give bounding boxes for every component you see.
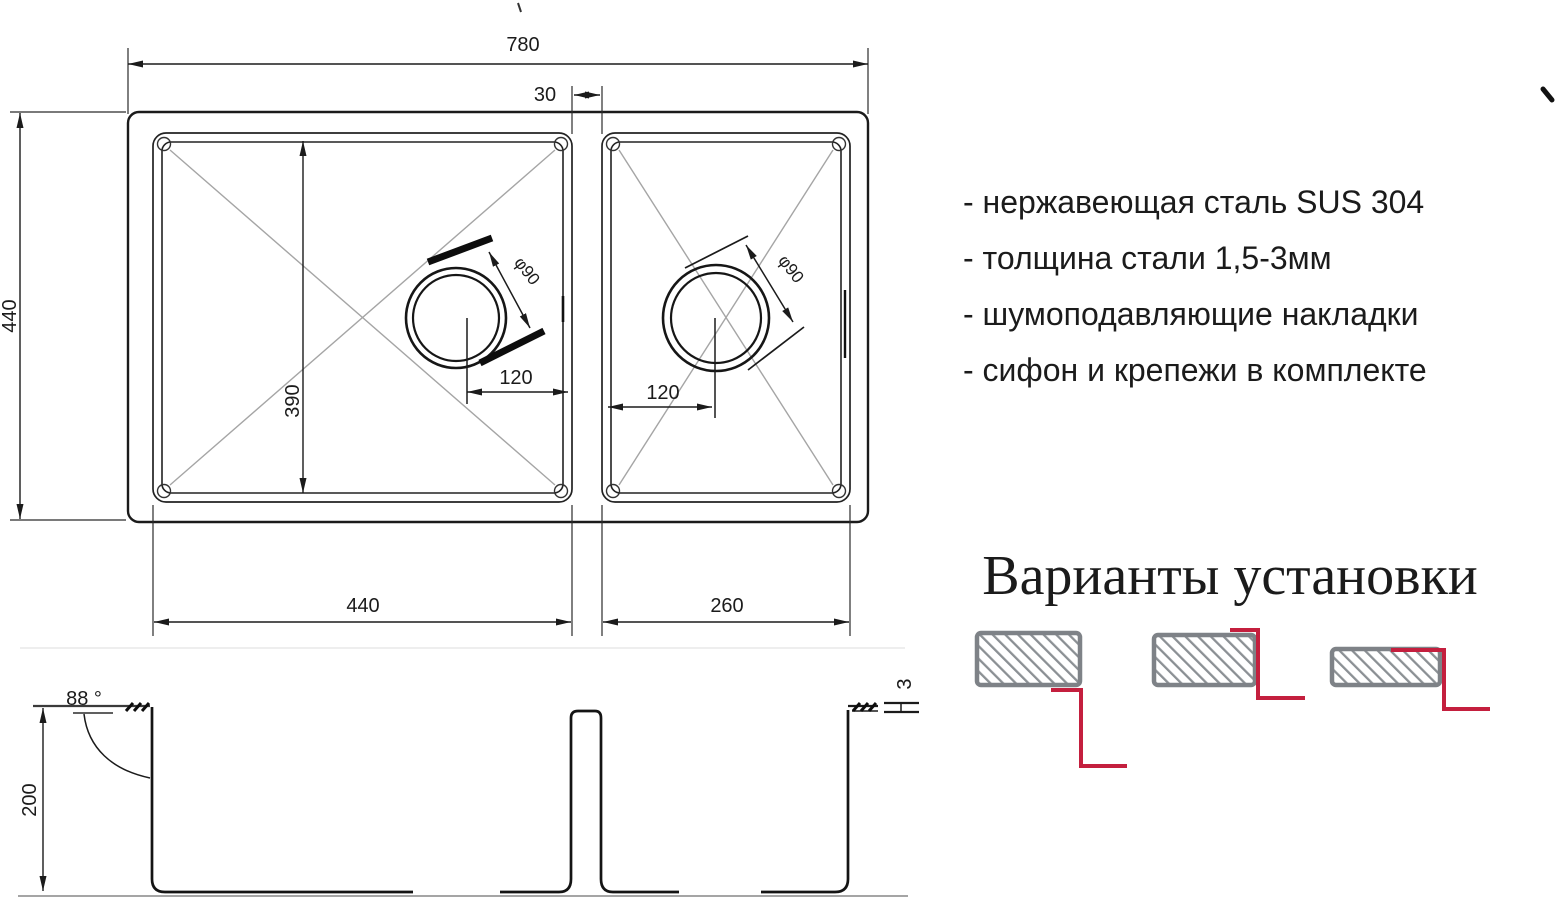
spec-item-noise-pads: - шумоподавляющие накладки (963, 296, 1419, 332)
dim-divider-gap: 30 (534, 84, 603, 134)
section-depth-label: 200 (19, 783, 41, 816)
sink-edge-red-line (1051, 688, 1127, 768)
section-profile (150, 707, 850, 894)
dim-inner-depth: 390 (282, 141, 307, 493)
dim-overall-width: 780 (127, 34, 869, 114)
top-view: φ90 φ90 780 30 (0, 34, 870, 636)
overall-width-label: 780 (506, 34, 539, 56)
installation-section: Варианты установки (974, 545, 1490, 768)
divider-gap-label: 30 (534, 84, 556, 106)
side-view: 88 ° 200 3 (18, 647, 919, 897)
dim-overall-depth: 440 (0, 111, 126, 521)
right-flange: 3 (848, 678, 919, 714)
overall-depth-label: 440 (0, 299, 21, 332)
counter-section-hatched (1329, 646, 1443, 688)
left-flange: 88 ° (33, 688, 151, 779)
thickness-mark (884, 701, 919, 714)
right-drain: φ90 (661, 235, 808, 418)
installation-option-flush (1151, 628, 1305, 700)
left-bowl (152, 132, 573, 503)
spec-item-steel: - нержавеющая сталь SUS 304 (963, 184, 1424, 220)
counter-section-hatched (974, 630, 1083, 688)
left-drain-offset-label: 120 (499, 367, 532, 389)
wall-angle-label: 88 ° (66, 688, 102, 710)
dim-section-depth: 200 (19, 708, 47, 891)
installation-option-topmount (1329, 646, 1490, 711)
dim-left-drain-offset: 120 (467, 367, 568, 396)
right-bowl (601, 132, 851, 503)
sink-edge-red-line (1230, 628, 1305, 700)
right-drain-offset-label: 120 (646, 382, 679, 404)
right-bowl-width-label: 260 (710, 595, 743, 617)
right-drain-diameter-label: φ90 (774, 251, 807, 286)
counter-section-hatched (1151, 632, 1258, 688)
dim-right-drain-offset: 120 (608, 382, 712, 411)
inner-depth-label: 390 (282, 384, 304, 417)
dim-left-bowl-width: 440 (152, 505, 573, 636)
left-bowl-width-label: 440 (346, 595, 379, 617)
installation-title: Варианты установки (982, 545, 1478, 607)
dim-right-bowl-width: 260 (601, 505, 851, 636)
installation-option-undermount (974, 630, 1127, 768)
steel-thickness-label: 3 (894, 678, 916, 689)
left-drain-diameter-label: φ90 (510, 253, 543, 288)
sink-outer-body (126, 110, 870, 524)
sink-edge-red-line (1391, 648, 1490, 711)
specs-list: - нержавеющая сталь SUS 304 - толщина ст… (963, 184, 1427, 388)
spec-item-siphon: - сифон и крепежи в комплекте (963, 352, 1427, 388)
print-artifacts (517, 2, 1555, 103)
spec-item-thickness: - толщина стали 1,5-3мм (963, 240, 1332, 276)
